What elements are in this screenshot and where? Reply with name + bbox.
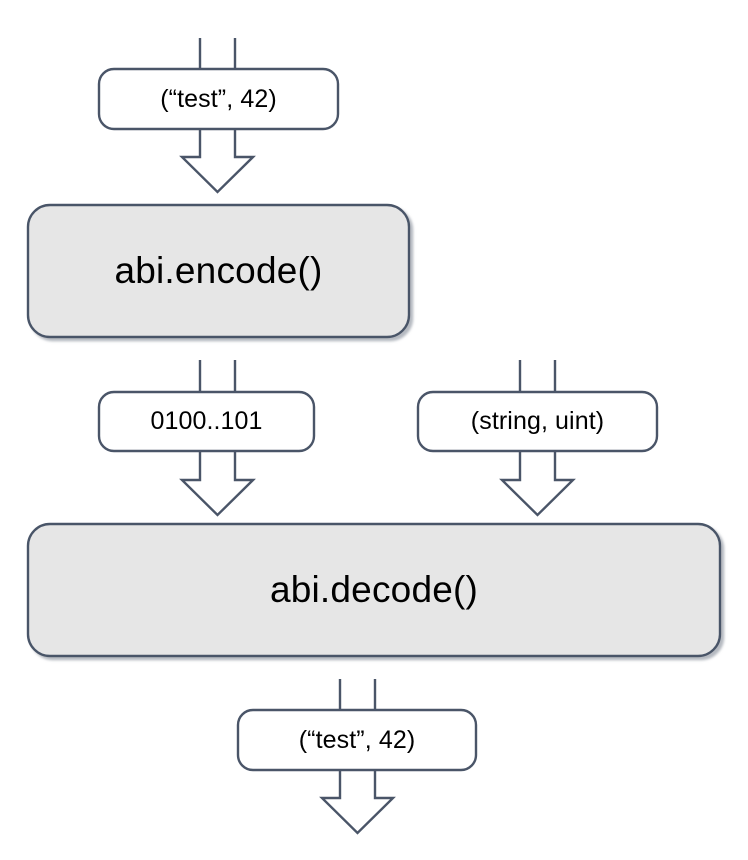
node-abi-decode[interactable] (26, 522, 722, 658)
node-input-tuple[interactable] (97, 67, 340, 131)
arrow-output-to-bottom (319, 763, 396, 835)
node-layer (26, 67, 722, 772)
node-abi-encode[interactable] (26, 203, 411, 339)
arrow-bytes-to-decode (179, 444, 256, 517)
arrow-layer (179, 38, 576, 835)
node-encoded-bytes[interactable] (97, 390, 316, 453)
arrow-input-to-encode (179, 122, 256, 194)
arrow-signature-to-decode (499, 444, 576, 517)
node-output-tuple[interactable] (236, 708, 478, 772)
node-type-signature[interactable] (416, 390, 659, 453)
